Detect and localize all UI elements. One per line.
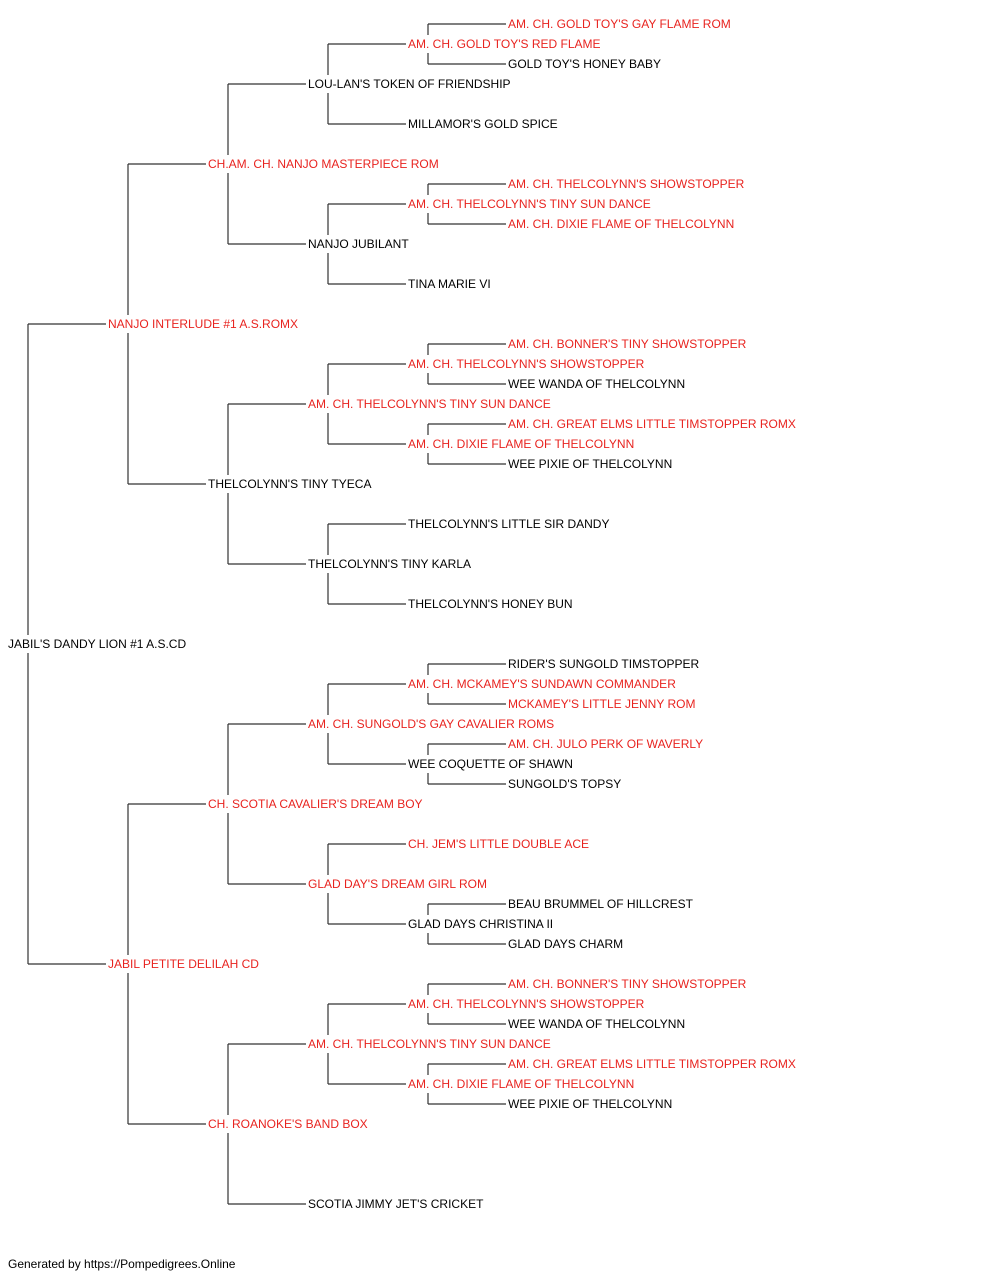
ancestor-dam-gen5: WEE PIXIE OF THELCOLYNN (508, 1097, 673, 1111)
ancestor-sire-gen4: AM. CH. THELCOLYNN'S SHOWSTOPPER (408, 357, 645, 371)
ancestor-sire-gen4: AM. CH. THELCOLYNN'S TINY SUN DANCE (408, 197, 651, 211)
ancestor-sire-gen1: NANJO INTERLUDE #1 A.S.ROMX (108, 317, 299, 331)
ancestor-sire-gen5: AM. CH. GREAT ELMS LITTLE TIMSTOPPER ROM… (508, 1057, 796, 1071)
ancestor-sire-gen4: THELCOLYNN'S LITTLE SIR DANDY (408, 517, 610, 531)
ancestor-dam-gen5: WEE WANDA OF THELCOLYNN (508, 377, 686, 391)
ancestor-sire-gen5: AM. CH. GOLD TOY'S GAY FLAME ROM (508, 17, 731, 31)
ancestor-sire-gen5: RIDER'S SUNGOLD TIMSTOPPER (508, 657, 700, 671)
ancestor-dam-gen2: CH. ROANOKE'S BAND BOX (208, 1117, 368, 1131)
ancestor-dam-gen4: MILLAMOR'S GOLD SPICE (408, 117, 558, 131)
ancestor-sire-gen4: AM. CH. THELCOLYNN'S SHOWSTOPPER (408, 997, 645, 1011)
ancestor-sire-gen4: AM. CH. MCKAMEY'S SUNDAWN COMMANDER (408, 677, 676, 691)
ancestor-sire-gen2: CH. SCOTIA CAVALIER'S DREAM BOY (208, 797, 423, 811)
ancestor-dam-gen4: AM. CH. DIXIE FLAME OF THELCOLYNN (408, 437, 635, 451)
ancestor-dam-gen4: GLAD DAYS CHRISTINA II (408, 917, 554, 931)
ancestor-dam-gen5: WEE WANDA OF THELCOLYNN (508, 1017, 686, 1031)
ancestor-sire-gen5: AM. CH. BONNER'S TINY SHOWSTOPPER (508, 337, 747, 351)
ancestor-sire-gen2: CH.AM. CH. NANJO MASTERPIECE ROM (208, 157, 439, 171)
ancestor-dam-gen3: NANJO JUBILANT (308, 237, 409, 251)
ancestor-dam-gen5: SUNGOLD'S TOPSY (508, 777, 622, 791)
ancestor-sire-gen4: CH. JEM'S LITTLE DOUBLE ACE (408, 837, 590, 851)
ancestor-dam-gen2: THELCOLYNN'S TINY TYECA (208, 477, 372, 491)
ancestor-sire-gen3: AM. CH. THELCOLYNN'S TINY SUN DANCE (308, 1037, 551, 1051)
ancestor-dam-gen3: THELCOLYNN'S TINY KARLA (308, 557, 472, 571)
ancestor-dam-gen5: WEE PIXIE OF THELCOLYNN (508, 457, 673, 471)
ancestor-sire-gen3: AM. CH. SUNGOLD'S GAY CAVALIER ROMS (308, 717, 555, 731)
ancestor-dam-gen1: JABIL PETITE DELILAH CD (108, 957, 259, 971)
ancestor-sire-gen3: LOU-LAN'S TOKEN OF FRIENDSHIP (308, 77, 511, 91)
ancestor-sire-gen3: AM. CH. THELCOLYNN'S TINY SUN DANCE (308, 397, 551, 411)
ancestor-sire-gen5: AM. CH. JULO PERK OF WAVERLY (508, 737, 704, 751)
ancestor-sire-gen5: BEAU BRUMMEL OF HILLCREST (508, 897, 693, 911)
ancestor-dam-gen3: GLAD DAY'S DREAM GIRL ROM (308, 877, 487, 891)
ancestor-sire-gen4: AM. CH. GOLD TOY'S RED FLAME (408, 37, 601, 51)
ancestor-dam-gen5: GOLD TOY'S HONEY BABY (508, 57, 662, 71)
subject-dog: JABIL'S DANDY LION #1 A.S.CD (8, 637, 187, 651)
ancestor-dam-gen4: WEE COQUETTE OF SHAWN (408, 757, 573, 771)
ancestor-dam-gen4: AM. CH. DIXIE FLAME OF THELCOLYNN (408, 1077, 635, 1091)
ancestor-dam-gen4: TINA MARIE VI (408, 277, 491, 291)
ancestor-dam-gen5: GLAD DAYS CHARM (508, 937, 624, 951)
ancestor-sire-gen5: AM. CH. THELCOLYNN'S SHOWSTOPPER (508, 177, 745, 191)
ancestor-dam-gen3: SCOTIA JIMMY JET'S CRICKET (308, 1197, 484, 1211)
ancestor-dam-gen4: THELCOLYNN'S HONEY BUN (408, 597, 573, 611)
ancestor-dam-gen5: MCKAMEY'S LITTLE JENNY ROM (508, 697, 696, 711)
ancestor-sire-gen5: AM. CH. GREAT ELMS LITTLE TIMSTOPPER ROM… (508, 417, 796, 431)
ancestor-sire-gen5: AM. CH. BONNER'S TINY SHOWSTOPPER (508, 977, 747, 991)
ancestor-dam-gen5: AM. CH. DIXIE FLAME OF THELCOLYNN (508, 217, 735, 231)
footer-credit: Generated by https://Pompedigrees.Online (8, 1257, 236, 1271)
